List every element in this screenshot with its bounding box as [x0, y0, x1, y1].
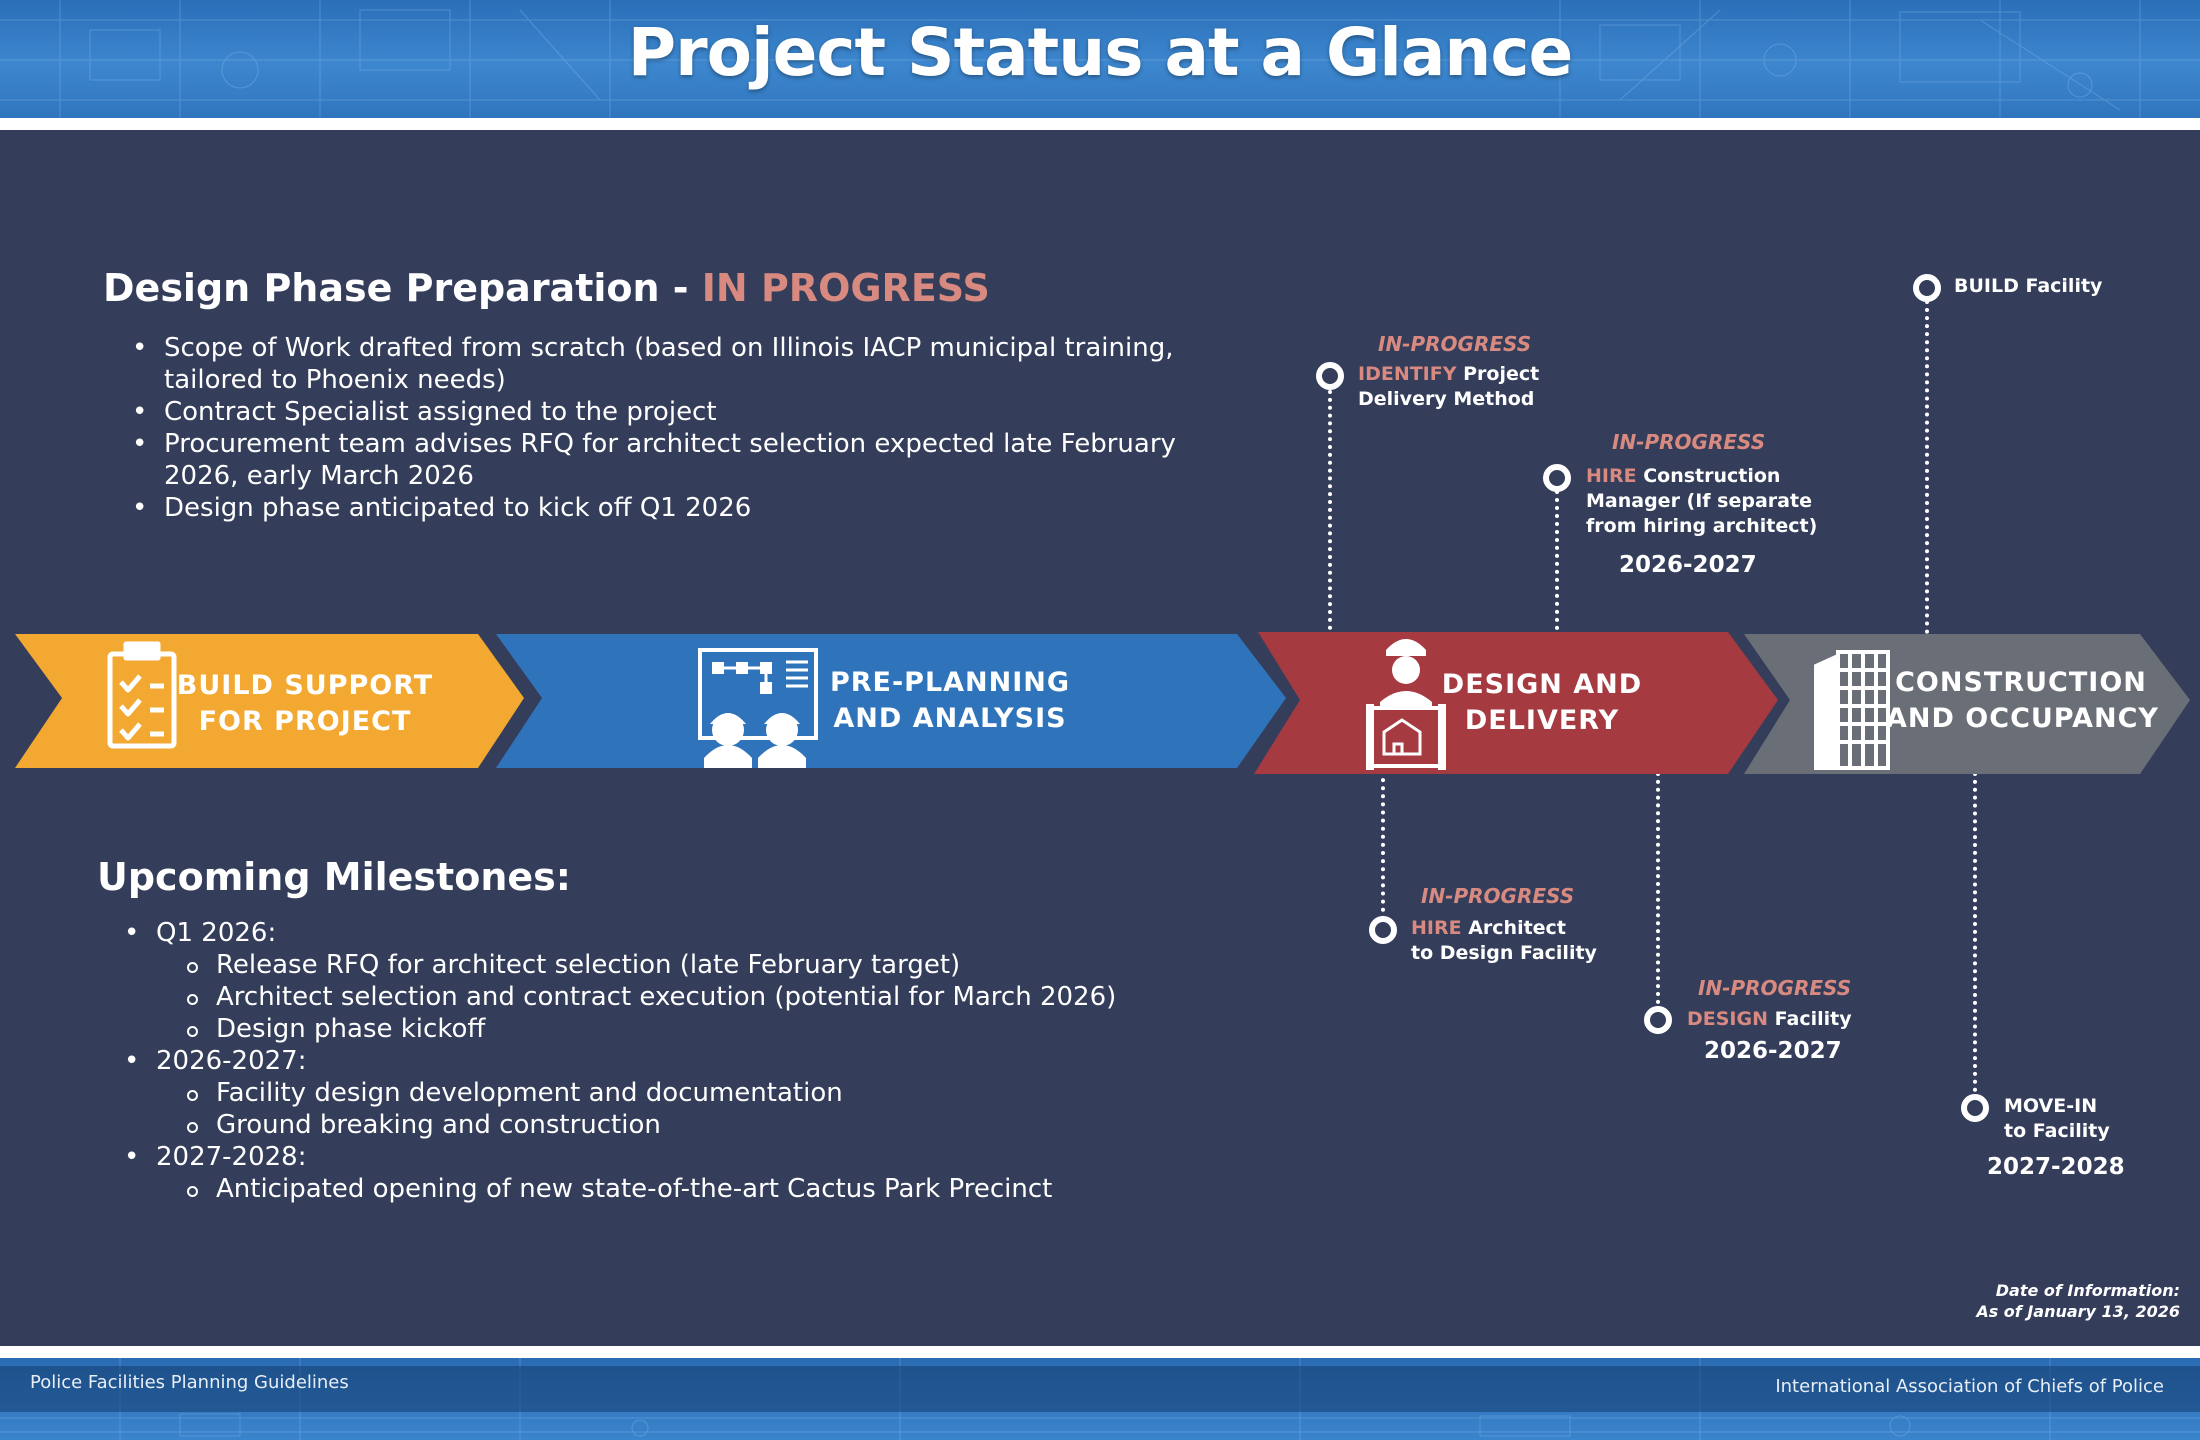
list-item: Procurement team advises RFQ for archite… [104, 428, 1244, 492]
milestone-line: HIRE Construction [1586, 464, 1817, 489]
identify-milestone: IDENTIFY Project Delivery Method [1358, 362, 1539, 412]
date-info-label: Date of Information: [1995, 1281, 2180, 1300]
milestone-line: from hiring architect) [1586, 515, 1818, 537]
phase-arrow-build-support [15, 634, 524, 768]
milestone-line: to Design Facility [1411, 942, 1597, 964]
connector-design [1656, 772, 1660, 1012]
milestone-dot [1644, 1006, 1672, 1034]
milestones-heading: Upcoming Milestones: [97, 855, 571, 899]
milestone-text: Architect [1461, 917, 1566, 939]
design-status: IN-PROGRESS [1698, 976, 1852, 1000]
design-year: 2026-2027 [1704, 1038, 1842, 1064]
phase-label-build-support: BUILD SUPPORT FOR PROJECT [170, 668, 440, 740]
phase-label-design-delivery: DESIGN AND DELIVERY [1412, 667, 1672, 739]
phase-arrow-pre-planning [496, 634, 1286, 768]
planning-team-icon [698, 648, 818, 768]
milestone-keyword: HIRE [1586, 465, 1637, 487]
milestone-item: Anticipated opening of new state-of-the-… [156, 1173, 1196, 1205]
design-phase-title: Design Phase Preparation - [103, 266, 702, 310]
hire-cm-status: IN-PROGRESS [1612, 430, 1766, 454]
milestone-line: HIRE Architect [1411, 916, 1597, 941]
milestone-keyword: IDENTIFY [1358, 363, 1457, 385]
connector-hire-arch [1381, 770, 1385, 920]
milestone-keyword: HIRE [1411, 917, 1462, 939]
header-divider [0, 118, 2200, 130]
milestones-list: Q1 2026: Release RFQ for architect selec… [96, 917, 1196, 1205]
identify-status: IN-PROGRESS [1378, 332, 1532, 356]
milestone-group-label: 2027-2028: [156, 1142, 307, 1172]
design-phase-list: Scope of Work drafted from scratch (base… [104, 332, 1244, 524]
list-item: Scope of Work drafted from scratch (base… [104, 332, 1244, 396]
date-of-information: Date of Information: As of January 13, 2… [1976, 1280, 2180, 1322]
phase-label-line: AND ANALYSIS [833, 703, 1067, 734]
milestone-group: Q1 2026: Release RFQ for architect selec… [96, 917, 1196, 1045]
milestone-group: 2027-2028: Anticipated opening of new st… [96, 1141, 1196, 1205]
milestone-line: Manager (If separate [1586, 490, 1812, 512]
move-in-milestone: MOVE-IN to Facility [2004, 1094, 2110, 1144]
connector-hire-cm [1555, 490, 1559, 630]
milestone-line: Delivery Method [1358, 388, 1535, 410]
footer-right-text: International Association of Chiefs of P… [1775, 1376, 2164, 1397]
phase-label-line: PRE-PLANNING [829, 667, 1071, 698]
phase-label-line: FOR PROJECT [198, 706, 412, 737]
milestone-line: to Facility [2004, 1120, 2110, 1142]
milestone-text: Construction [1636, 465, 1781, 487]
footer-bar [0, 1366, 2200, 1412]
phase-arrow-band [15, 632, 2190, 774]
milestone-dot [1913, 274, 1941, 302]
milestone-dot [1543, 464, 1571, 492]
footer-banner: Police Facilities Planning Guidelines In… [0, 1358, 2200, 1440]
milestone-item: Release RFQ for architect selection (lat… [156, 949, 1196, 981]
building-icon [1814, 650, 1890, 770]
hire-arch-status: IN-PROGRESS [1421, 884, 1575, 908]
build-milestone: BUILD Facility [1954, 275, 2103, 297]
hire-arch-milestone: HIRE Architect to Design Facility [1411, 916, 1597, 966]
connector-build [1925, 300, 1929, 634]
list-item: Design phase anticipated to kick off Q1 … [104, 492, 1244, 524]
milestone-text: Project [1456, 363, 1540, 385]
phase-label-line: CONSTRUCTION [1895, 667, 2147, 698]
footer-left-text: Police Facilities Planning Guidelines [30, 1372, 349, 1393]
hire-cm-year: 2026-2027 [1619, 552, 1757, 578]
list-item: Contract Specialist assigned to the proj… [104, 396, 1244, 428]
milestone-group-label: 2026-2027: [156, 1046, 307, 1076]
milestone-item: Design phase kickoff [156, 1013, 1196, 1045]
milestone-dot [1316, 362, 1344, 390]
blueprint-pattern [0, 0, 2200, 118]
architect-blueprint-icon [1366, 639, 1446, 770]
milestone-item: Architect selection and contract executi… [156, 981, 1196, 1013]
design-phase-status: IN PROGRESS [701, 266, 990, 310]
hire-cm-milestone: HIRE Construction Manager (If separate f… [1586, 464, 1817, 539]
phase-label-line: AND OCCUPANCY [1886, 703, 2159, 734]
milestone-line: IDENTIFY Project [1358, 362, 1539, 387]
footer-divider [0, 1346, 2200, 1358]
phase-label-line: BUILD SUPPORT [176, 670, 434, 701]
date-info-value: As of January 13, 2026 [1976, 1302, 2180, 1321]
clipboard-checklist-icon [107, 641, 177, 749]
milestone-text: Facility [1768, 1008, 1852, 1030]
milestone-item: Facility design development and document… [156, 1077, 1196, 1109]
page-title: Project Status at a Glance [627, 14, 1574, 91]
milestone-item: Ground breaking and construction [156, 1109, 1196, 1141]
header-banner: Project Status at a Glance [0, 0, 2200, 118]
milestone-dot [1961, 1094, 1989, 1122]
phase-label-line: DELIVERY [1464, 705, 1620, 736]
move-in-year: 2027-2028 [1987, 1154, 2125, 1180]
design-phase-heading: Design Phase Preparation - IN PROGRESS [103, 266, 990, 310]
connector-identify [1328, 390, 1332, 630]
milestone-keyword: DESIGN [1687, 1008, 1769, 1030]
design-milestone: DESIGN Facility [1687, 1007, 1852, 1032]
phase-label-line: DESIGN AND [1441, 669, 1643, 700]
connector-move-in [1973, 772, 1977, 1100]
milestone-group: 2026-2027: Facility design development a… [96, 1045, 1196, 1141]
milestone-dot [1369, 916, 1397, 944]
milestone-group-label: Q1 2026: [156, 918, 277, 948]
milestone-line: MOVE-IN [2004, 1095, 2098, 1117]
phase-label-pre-planning: PRE-PLANNING AND ANALYSIS [815, 665, 1085, 737]
phase-label-construction: CONSTRUCTION AND OCCUPANCY [1886, 665, 2159, 737]
